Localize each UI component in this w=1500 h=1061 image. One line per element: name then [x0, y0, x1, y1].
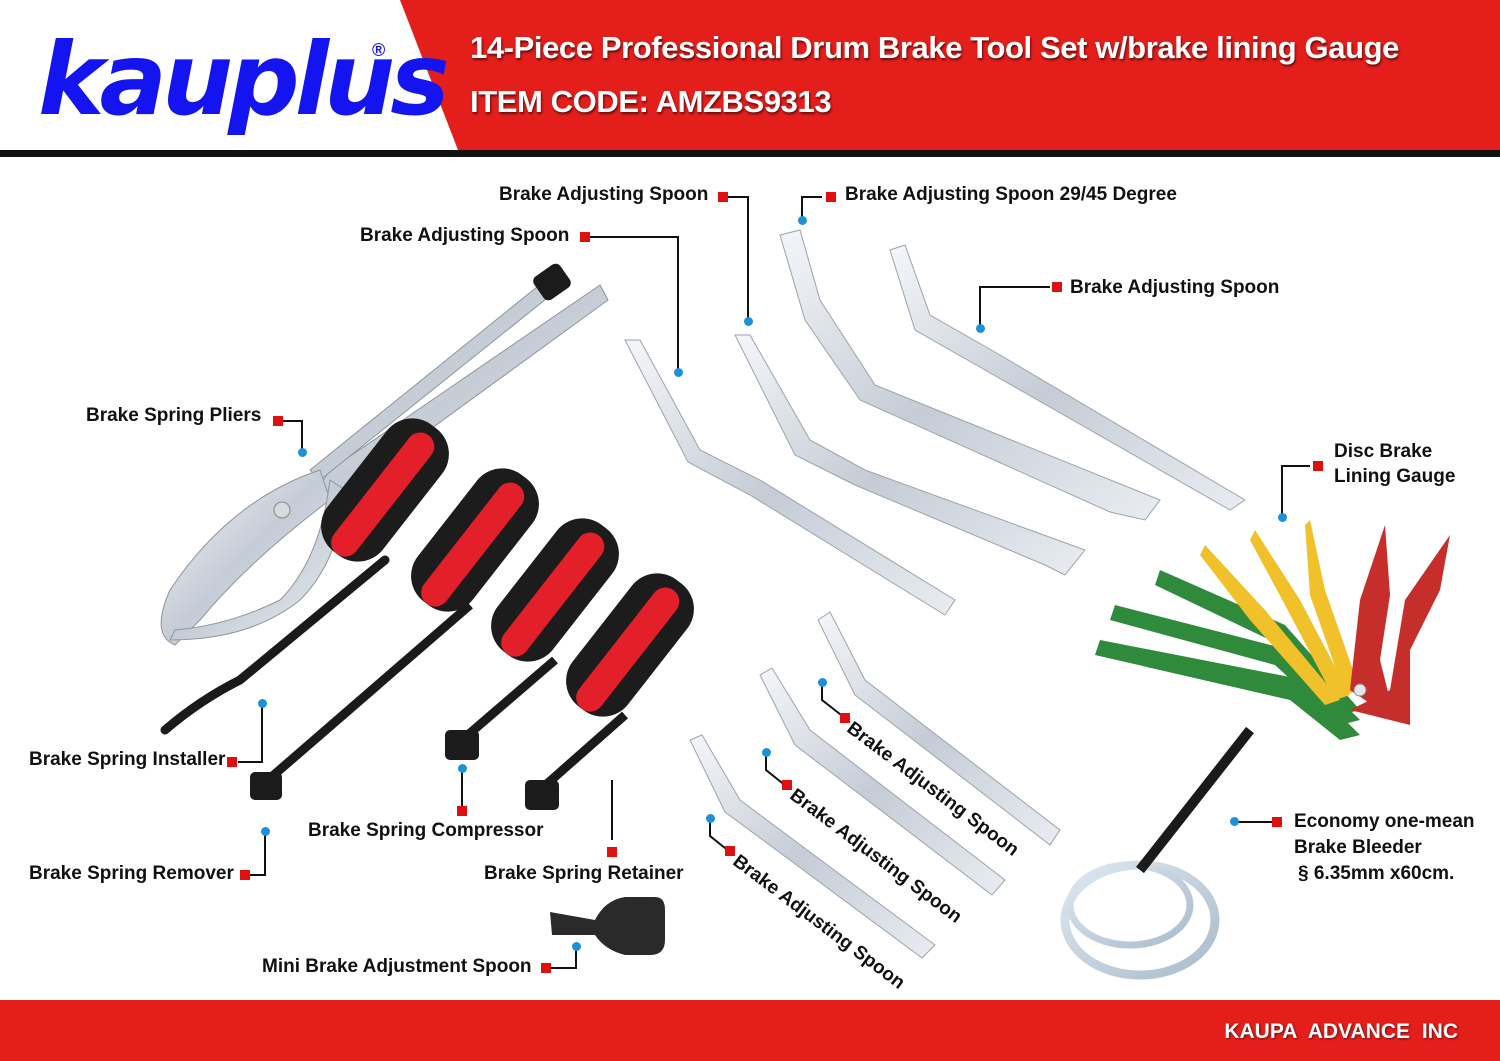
title-banner	[400, 0, 1500, 150]
marker-square	[725, 846, 735, 856]
registered-mark: ®	[372, 40, 386, 60]
marker-square	[607, 847, 617, 857]
lower-spoons-art	[689, 611, 1061, 959]
spring-compressor-art	[445, 518, 619, 760]
marker-dot	[258, 699, 267, 708]
label-bleeder-line1: Economy one-mean	[1294, 811, 1475, 832]
marker-square	[782, 780, 792, 790]
label-adjusting-spoon-29-45: Brake Adjusting Spoon 29/45 Degree	[845, 184, 1177, 205]
marker-dot	[674, 368, 683, 377]
label-spring-remover: Brake Spring Remover	[29, 863, 234, 884]
upper-spoons-art	[624, 229, 1246, 616]
marker-dot	[1278, 513, 1287, 522]
footer-bar: KAUPA ADVANCE INC	[0, 1000, 1500, 1061]
marker-square	[541, 963, 551, 973]
marker-square	[273, 416, 283, 426]
marker-square	[457, 806, 467, 816]
marker-dot	[798, 216, 807, 225]
marker-dot	[458, 764, 467, 773]
marker-square	[580, 232, 590, 242]
spring-remover-art	[250, 468, 539, 800]
marker-dot	[744, 317, 753, 326]
item-code: ITEM CODE: AMZBS9313	[470, 84, 832, 119]
label-disc-gauge-line1: Disc Brake	[1334, 441, 1433, 462]
label-spring-installer: Brake Spring Installer	[29, 749, 226, 770]
marker-dot	[261, 827, 270, 836]
marker-dot	[706, 814, 715, 823]
product-title: 14-Piece Professional Drum Brake Tool Se…	[470, 30, 1400, 65]
company-name: KAUPA ADVANCE INC	[1224, 1020, 1458, 1043]
label-bleeder-line3: § 6.35mm x60cm.	[1298, 863, 1455, 884]
marker-dot	[762, 748, 771, 757]
brake-bleeder-art	[1060, 726, 1254, 980]
marker-dot	[298, 448, 307, 457]
marker-dot	[818, 678, 827, 687]
marker-dot	[572, 942, 581, 951]
label-disc-gauge-line2: Lining Gauge	[1334, 466, 1456, 487]
disc-lining-gauge-art	[1095, 520, 1450, 740]
marker-square	[826, 192, 836, 202]
label-bleeder-line2: Brake Bleeder	[1294, 837, 1422, 858]
label-spring-pliers: Brake Spring Pliers	[86, 405, 262, 426]
header: kauplus ® 14-Piece Professional Drum Bra…	[0, 0, 1500, 150]
marker-square	[718, 192, 728, 202]
label-adjusting-spoon-right: Brake Adjusting Spoon	[1070, 277, 1280, 298]
marker-square	[1313, 461, 1323, 471]
mini-spoon-art	[550, 897, 665, 955]
spring-installer-art	[160, 418, 449, 735]
marker-square	[227, 757, 237, 767]
spring-retainer-art	[525, 573, 694, 810]
header-divider	[0, 150, 1500, 157]
label-adjusting-spoon-top: Brake Adjusting Spoon	[499, 184, 709, 205]
marker-square	[240, 870, 250, 880]
label-spring-compressor: Brake Spring Compressor	[308, 820, 544, 841]
brand-logo: kauplus	[38, 21, 450, 138]
marker-dot	[1230, 817, 1239, 826]
label-spring-retainer: Brake Spring Retainer	[484, 863, 684, 884]
marker-square	[1052, 282, 1062, 292]
marker-square	[840, 713, 850, 723]
marker-dot	[976, 324, 985, 333]
marker-square	[1272, 817, 1282, 827]
label-mini-spoon: Mini Brake Adjustment Spoon	[262, 956, 532, 977]
label-adjusting-spoon-upper-left: Brake Adjusting Spoon	[360, 225, 570, 246]
